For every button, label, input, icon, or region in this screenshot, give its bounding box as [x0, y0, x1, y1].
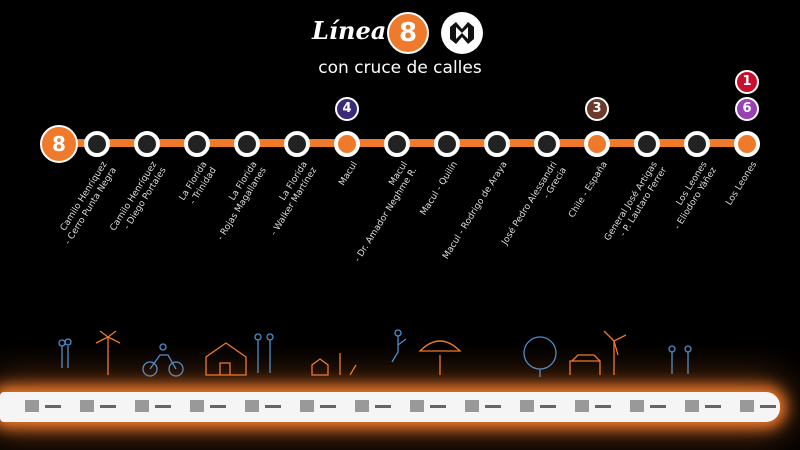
station-label: Macul - Quilín — [418, 160, 460, 218]
couple-icon — [254, 333, 274, 373]
station-label: José Pedro Alessandri - Grecia — [500, 160, 569, 247]
station-marker[interactable] — [234, 131, 260, 157]
station-marker[interactable] — [684, 131, 710, 157]
train-stripe — [45, 405, 61, 408]
station-marker[interactable] — [534, 131, 560, 157]
train-stripe — [595, 405, 611, 408]
train-window — [520, 400, 534, 412]
palm-tree-icon — [95, 330, 121, 375]
train — [0, 392, 780, 422]
market-icon — [569, 354, 601, 375]
station-marker[interactable] — [334, 131, 360, 157]
train-stripe — [210, 405, 226, 408]
station-marker[interactable] — [484, 131, 510, 157]
station-marker[interactable] — [384, 131, 410, 157]
subtitle: con cruce de calles — [318, 58, 482, 78]
train-window — [300, 400, 314, 412]
station-marker[interactable] — [184, 131, 210, 157]
train-stripe — [430, 405, 446, 408]
station-marker[interactable] — [284, 131, 310, 157]
small-houses-icon — [311, 353, 357, 376]
transfer-line-6-badge: 6 — [735, 97, 759, 121]
station-label: General José Artigas - P. Lautaro Ferrer — [602, 160, 669, 243]
train-window — [80, 400, 94, 412]
transfer-line-1-badge: 1 — [735, 70, 759, 94]
station-label: Los Leones - Eliodoro Yáñez — [672, 160, 719, 232]
train-window — [355, 400, 369, 412]
family-icon — [668, 345, 692, 374]
train-stripe — [650, 405, 666, 408]
train-stripe — [265, 405, 281, 408]
train-stripe — [155, 405, 171, 408]
train-stripe — [375, 405, 391, 408]
station-label: Los Leones — [724, 160, 760, 208]
station-marker[interactable] — [134, 131, 160, 157]
station-label: Chile - España — [566, 160, 610, 220]
station-marker[interactable] — [584, 131, 610, 157]
cyclist-icon — [142, 343, 184, 377]
station-label: Macul — [336, 160, 360, 188]
station-marker[interactable] — [84, 131, 110, 157]
windmill-icon — [603, 330, 627, 375]
train-stripe — [485, 405, 501, 408]
dancer-icon — [391, 329, 407, 363]
tree-icon — [418, 340, 462, 375]
train-stripe — [100, 405, 116, 408]
train-window — [575, 400, 589, 412]
station-label: La Florida - Trinidad — [177, 160, 219, 207]
train-window — [25, 400, 39, 412]
station-marker[interactable] — [734, 131, 760, 157]
train-stripe — [320, 405, 336, 408]
train-window — [740, 400, 754, 412]
train-window — [410, 400, 424, 412]
train-stripe — [540, 405, 556, 408]
train-window — [630, 400, 644, 412]
transfer-line-4-badge: 4 — [335, 97, 359, 121]
city-silhouettes — [0, 325, 800, 380]
line-word: Línea — [312, 16, 387, 45]
house-icon — [205, 342, 247, 376]
line-8-start-badge: 8 — [40, 125, 78, 163]
station-label: Camilo Henríquez - Cerro Punta Negra — [58, 160, 119, 247]
train-window — [190, 400, 204, 412]
train-window — [245, 400, 259, 412]
metro-logo-icon — [441, 12, 483, 54]
train-window — [685, 400, 699, 412]
station-marker[interactable] — [434, 131, 460, 157]
people-icon — [58, 338, 72, 368]
train-window — [465, 400, 479, 412]
train-window — [135, 400, 149, 412]
train-stripe — [705, 405, 721, 408]
transfer-line-3-badge: 3 — [585, 97, 609, 121]
station-marker[interactable] — [634, 131, 660, 157]
train-stripe — [760, 405, 776, 408]
line-8-badge: 8 — [387, 12, 429, 54]
round-tree-icon — [523, 336, 557, 377]
